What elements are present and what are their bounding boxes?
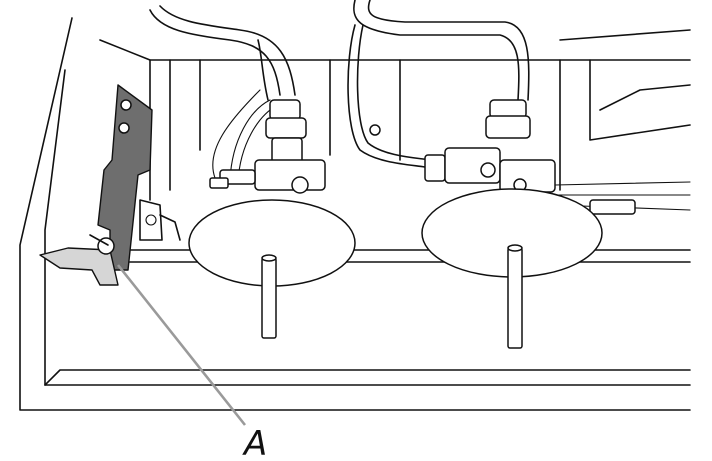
leader-line: [116, 264, 247, 426]
bracket-a: [39, 84, 153, 286]
callout-label: A: [242, 424, 267, 461]
gas-pipe-right: [347, 0, 530, 169]
gas-pipe-left: [149, 5, 296, 101]
burner-right: [421, 188, 603, 349]
rear-panels: [149, 29, 691, 201]
left-valve: [209, 89, 326, 194]
mount-tab: [139, 199, 181, 241]
burner-left: [188, 199, 356, 339]
callout-a: A: [116, 264, 267, 461]
right-valve: [369, 99, 691, 215]
